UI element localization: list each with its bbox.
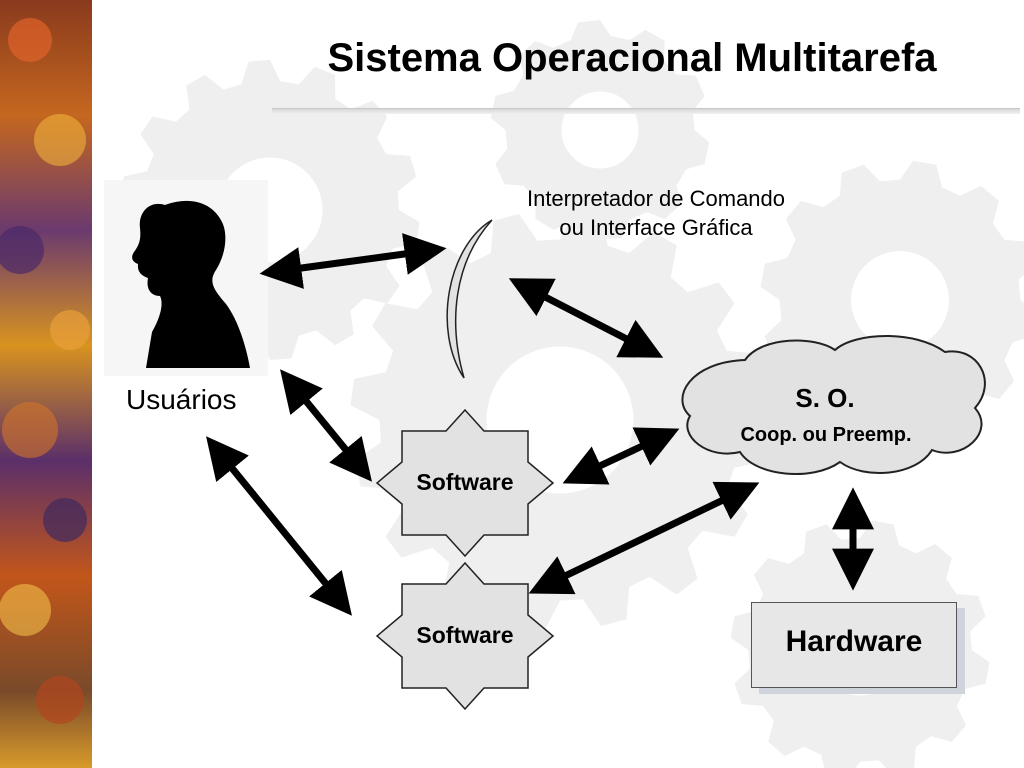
hardware-label: Hardware xyxy=(785,625,923,658)
interpreter-crescent-shape xyxy=(446,219,493,379)
users-label: Usuários xyxy=(126,384,237,415)
os-subtitle: Coop. ou Preemp. xyxy=(740,424,912,446)
arrow-interpreter-os xyxy=(508,278,664,358)
os-cloud-shape xyxy=(681,335,986,475)
arrow-software2-os xyxy=(528,481,760,595)
interpreter-label-line1: Interpretador de Comando xyxy=(526,186,786,211)
arrow-users-interpreter xyxy=(259,233,447,289)
software-star-shape-2 xyxy=(375,561,555,711)
arrow-users-software1 xyxy=(280,369,372,482)
user-silhouette-icon xyxy=(104,180,268,376)
arrow-users-software2 xyxy=(206,436,352,616)
gear-hub-3 xyxy=(851,251,949,349)
arrow-software1-os xyxy=(562,427,680,485)
interpreter-label: Interpretador de Comando ou Interface Gr… xyxy=(486,184,826,242)
hardware-box xyxy=(751,602,957,688)
slide-title: Sistema Operacional Multitarefa xyxy=(327,36,937,80)
title-underline xyxy=(272,108,1020,114)
decorative-side-strip xyxy=(0,0,92,768)
software-label-1: Software xyxy=(416,469,514,495)
software-label-2: Software xyxy=(416,622,514,648)
interpreter-label-line2: ou Interface Gráfica xyxy=(559,215,753,240)
software-star-shape-1 xyxy=(375,408,555,558)
os-title: S. O. xyxy=(795,383,855,413)
